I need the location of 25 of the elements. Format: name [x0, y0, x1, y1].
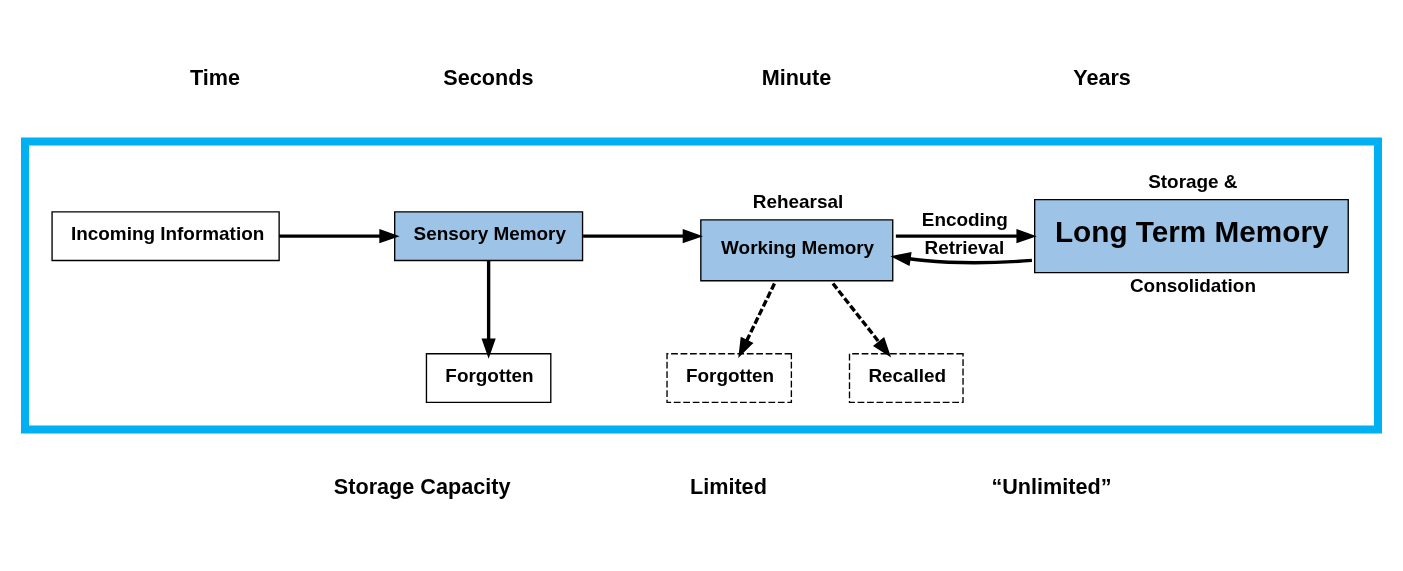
- node-box: Forgotten: [666, 353, 793, 404]
- label: Seconds: [443, 64, 534, 90]
- arrow: [895, 229, 1037, 244]
- label: Minute: [761, 64, 832, 90]
- arrow: [890, 251, 1033, 267]
- node-box: Recalled: [848, 353, 964, 404]
- node-label: Storage &: [1148, 170, 1238, 192]
- label: Years: [1073, 64, 1131, 90]
- edge-label: Encoding: [921, 208, 1008, 230]
- arrow: [738, 282, 776, 359]
- node-box: Sensory Memory: [394, 211, 584, 262]
- label: Limited: [690, 474, 767, 500]
- label: Time: [189, 64, 240, 90]
- node-box: Incoming Information: [51, 211, 280, 262]
- label: “Unlimited”: [991, 474, 1112, 500]
- cluster: [20, 137, 1383, 434]
- arrow: [481, 260, 496, 359]
- arrow: [279, 229, 400, 244]
- node-box: Forgotten: [425, 353, 552, 404]
- edge-label: Retrieval: [924, 237, 1005, 259]
- arrow: [583, 229, 703, 244]
- node-label: Consolidation: [1129, 274, 1256, 296]
- arrow: [831, 282, 892, 358]
- label: Storage Capacity: [333, 474, 511, 500]
- node-label: Rehearsal: [752, 191, 844, 213]
